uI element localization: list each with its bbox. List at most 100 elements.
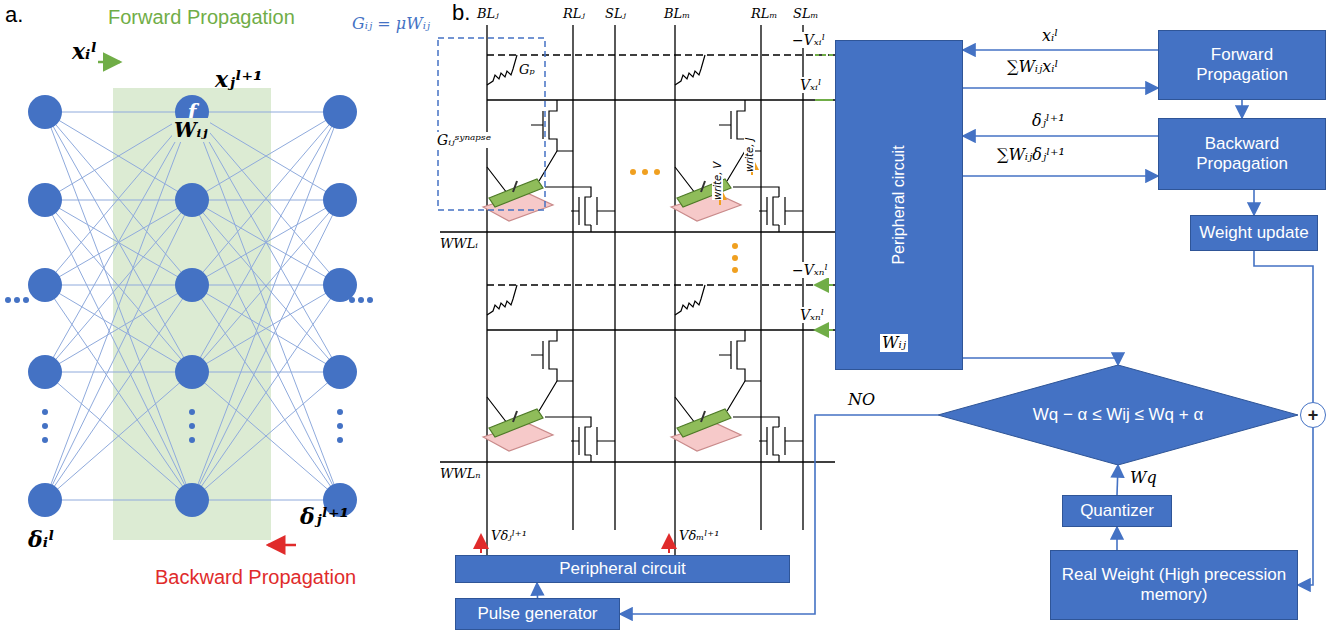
network-lines (5, 95, 373, 517)
panel-letter: a. (5, 2, 23, 28)
neuron-circle (175, 355, 209, 389)
line-name: BLₘ (664, 6, 690, 21)
neuron-circle (28, 355, 62, 389)
voltage-label: Vₓᵢˡ (799, 77, 822, 93)
ellipsis-dot (14, 297, 20, 303)
synapse-line (45, 372, 192, 500)
synapse-line (192, 112, 340, 285)
ellipsis-dots (732, 267, 738, 273)
direction-title: Forward Propagation (108, 6, 295, 29)
synapse-line (45, 200, 192, 372)
flow-connector (963, 87, 1158, 89)
synapse-line (45, 112, 192, 200)
circuit-block: Peripheral circuit (835, 40, 963, 370)
process-box: Pulse generator (455, 598, 620, 630)
synapse-line (192, 372, 340, 500)
flow-connector (1241, 100, 1243, 118)
illustration (483, 285, 615, 462)
signal-label: δᵢˡ (28, 526, 54, 552)
line-name: WWLᵢ (440, 236, 478, 251)
cell-outline (438, 38, 545, 210)
panel-letter: b. (452, 0, 470, 26)
edge-label: xᵢˡ (1040, 27, 1060, 45)
synapse-line (45, 112, 192, 372)
synapse-line (45, 112, 192, 500)
ellipsis-dot (358, 297, 364, 303)
node-text: Forward Propagation (1159, 45, 1325, 84)
flow-connector (1117, 465, 1118, 495)
crossbar-wires (440, 100, 835, 462)
flow-connector (1116, 527, 1118, 550)
voltage-label: Vₓₙˡ (799, 307, 825, 323)
synapse-line (45, 285, 192, 500)
synapse-line (192, 285, 340, 372)
diamond-shape (938, 365, 1298, 465)
synapse-line (45, 372, 192, 373)
conductance-label: Gₚ (519, 62, 535, 77)
voltage-label: −Vₓᵢˡ (791, 32, 826, 48)
input-arrows (815, 55, 833, 330)
synapse-line (45, 112, 192, 500)
edge-label: ∑Wᵢⱼδⱼˡ⁺¹ (995, 146, 1067, 164)
process-box: Quantizer (1062, 495, 1172, 527)
synapse-line (45, 500, 192, 501)
synapse-line (192, 200, 340, 372)
neuron-circle (28, 483, 62, 517)
ellipsis-dot (5, 297, 11, 303)
node-text: Pulse generator (473, 604, 601, 624)
voltage-label: Vδₘˡ⁺¹ (679, 528, 719, 543)
synapse-line (192, 372, 340, 500)
synapse-line (192, 200, 340, 500)
synapse-line (192, 500, 340, 501)
synapse-line (45, 112, 192, 285)
neuron-circle (323, 355, 357, 389)
ellipsis-dot (337, 437, 343, 443)
ellipsis-dots (630, 169, 636, 175)
synapse-line (45, 200, 192, 201)
synapse-line (45, 112, 192, 113)
ellipsis-dot (337, 423, 343, 429)
crossbar-wires (487, 55, 835, 285)
flow-connector (1253, 190, 1255, 215)
node-text: Backward Propagation (1159, 134, 1325, 173)
node-text: Weight update (1195, 223, 1312, 243)
flow-connector (963, 175, 1158, 177)
synapse-line (192, 285, 340, 500)
node-text: Real Weight (High precession memory) (1051, 565, 1297, 604)
flow-connector (963, 135, 1158, 137)
flow-connector (963, 49, 1158, 51)
node-text: Peripheral circuit (555, 559, 690, 579)
ellipsis-dots (642, 169, 648, 175)
crossbar-wires (440, 25, 835, 555)
neuron-circle (323, 183, 357, 217)
synapse-line (45, 285, 192, 500)
neuron-circle (175, 183, 209, 217)
line-name: SLⱼ (605, 6, 626, 21)
circuit-block: Peripheral circuit (455, 555, 790, 583)
flow-connector (963, 358, 1118, 365)
neuron-circle (175, 268, 209, 302)
edge-label: Wᵢⱼ (880, 334, 908, 352)
node-text: Peripheral circuit (890, 145, 908, 264)
synapse-line (45, 285, 192, 372)
neuron-circle (28, 268, 62, 302)
signal-label: xᵢˡ (72, 38, 97, 64)
ellipsis-dot (349, 297, 355, 303)
equation-label: Gᵢⱼ = μWᵢⱼ (352, 14, 430, 33)
synapse-line (45, 112, 192, 285)
neuron-circle (323, 268, 357, 302)
input-arrows (815, 100, 833, 330)
synapse-line (192, 112, 340, 113)
synapse-line (192, 200, 340, 500)
sum-circle: + (1300, 402, 1326, 428)
line-name: RLⱼ (563, 6, 585, 21)
illustration (483, 55, 615, 232)
write-label: write, V (712, 162, 723, 200)
line-name: BLⱼ (477, 6, 499, 21)
illustration (671, 55, 803, 232)
synapse-line (192, 112, 340, 285)
synapse-line (192, 285, 340, 372)
synapse-line (45, 372, 192, 500)
backward-arrow (268, 544, 296, 547)
